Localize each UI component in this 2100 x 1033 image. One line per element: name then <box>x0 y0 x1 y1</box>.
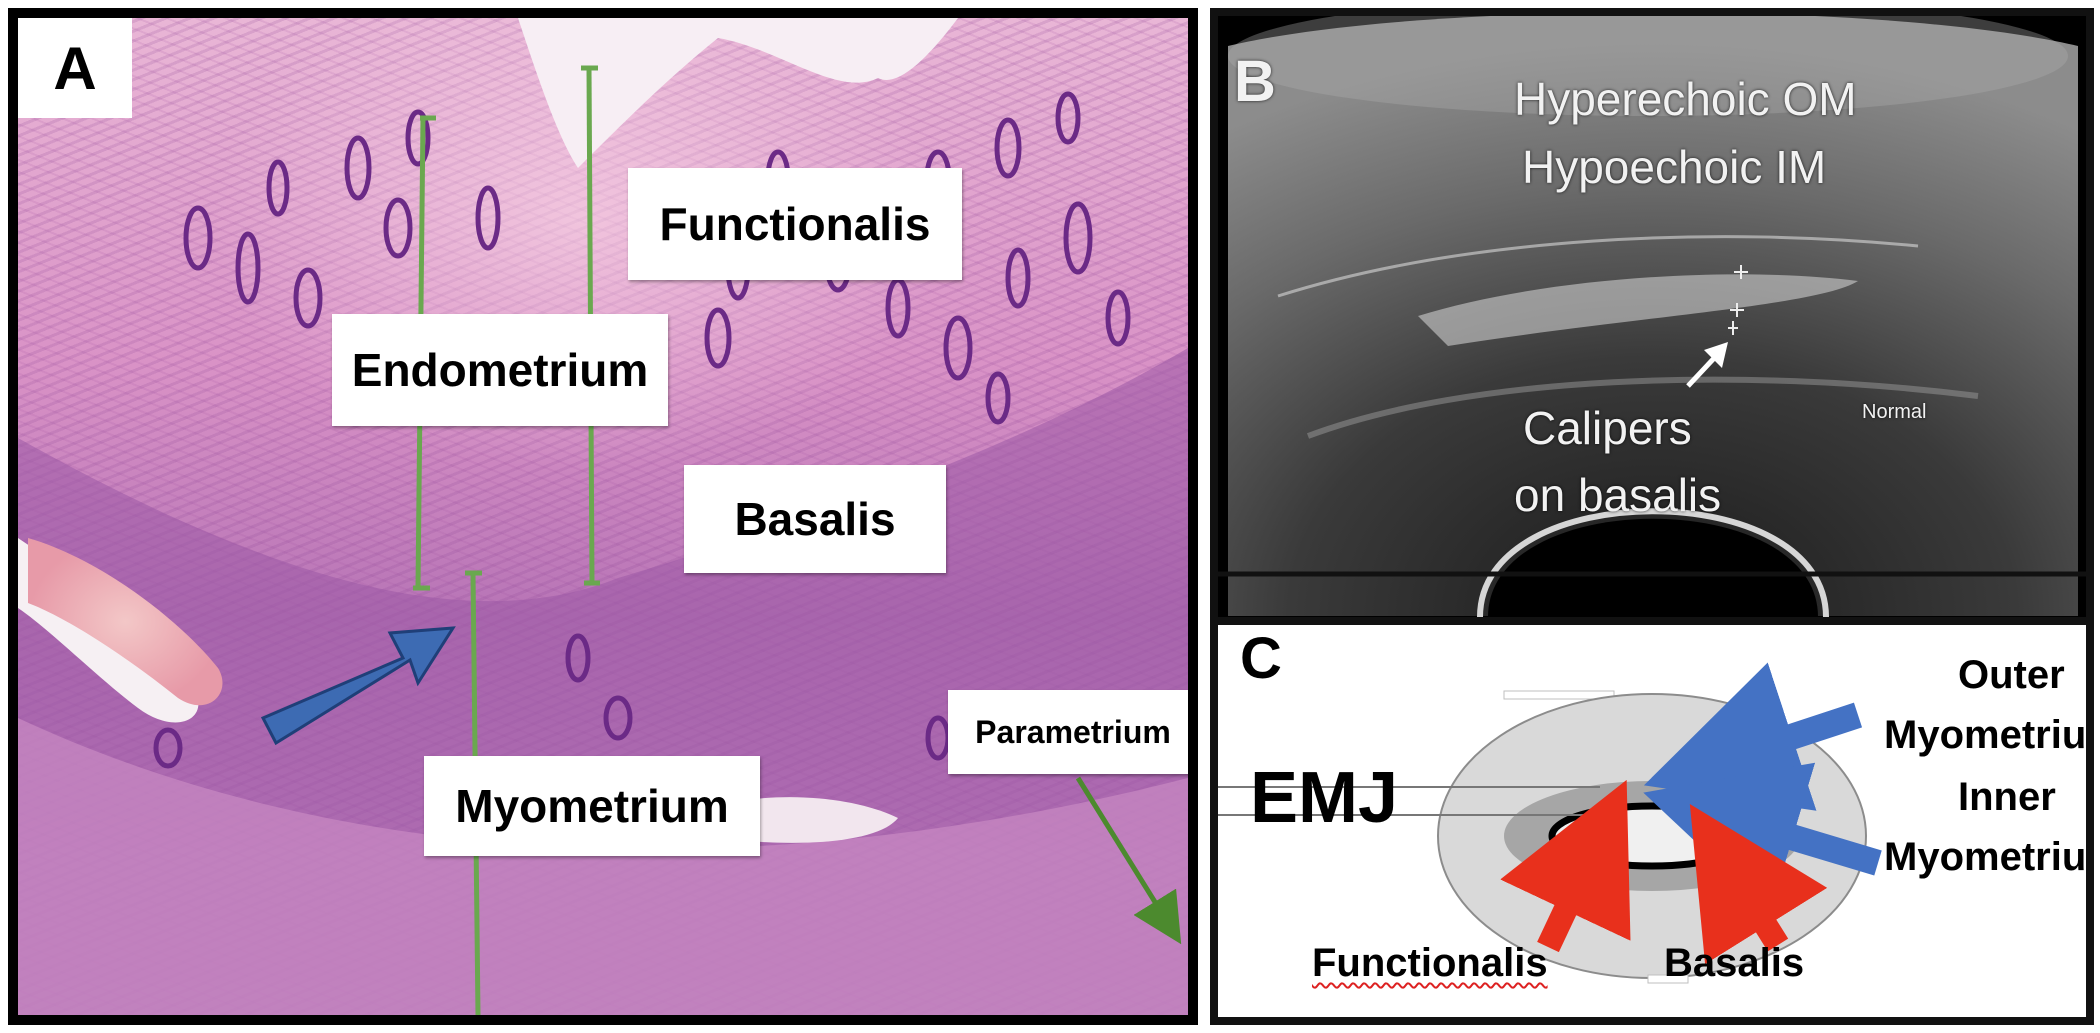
panel-b-ultrasound: B Hyperechoic OM Hypoechoic IM Calipers … <box>1210 8 2094 625</box>
red-arrow-basalis-icon <box>1689 803 1828 965</box>
white-arrow-icon <box>1704 342 1728 368</box>
panel-a-histology: A Functionalis Endometrium Basalis Myome… <box>8 8 1198 1025</box>
label-emj: EMJ <box>1250 758 1399 838</box>
panel-c-schematic: C EMJ Outer Myometrium Inner Myometrium … <box>1210 625 2094 1025</box>
red-arrow-functionalis-icon <box>1500 779 1631 953</box>
blue-arrow-icon <box>260 626 456 746</box>
ultrasound-image <box>1218 16 2086 617</box>
label-basalis: Basalis <box>684 465 946 573</box>
panel-a-letter: A <box>18 18 132 118</box>
label-hypoechoic-im: Hypoechoic IM <box>1522 141 1827 193</box>
label-outer: Outer <box>1958 653 2065 697</box>
label-hyperechoic-om: Hyperechoic OM <box>1514 73 1857 125</box>
panel-b-letter: B <box>1234 49 1276 114</box>
label-inner-myometrium: Myometrium <box>1884 835 2087 879</box>
emj-diagram <box>1218 662 1882 984</box>
blue-arrow-outer-icon <box>1643 662 1863 811</box>
label-outer-myometrium: Myometrium <box>1884 713 2087 757</box>
label-calipers: Calipers <box>1523 402 1692 454</box>
label-inner: Inner <box>1958 775 2056 819</box>
label-parametrium: Parametrium <box>948 690 1188 774</box>
label-on-basalis: on basalis <box>1514 469 1722 521</box>
label-myometrium: Myometrium <box>424 756 760 856</box>
label-endometrium: Endometrium <box>332 314 668 426</box>
panel-c-letter: C <box>1240 626 1282 691</box>
label-basalis-c: Basalis <box>1664 941 1805 985</box>
label-functionalis: Functionalis <box>628 168 962 280</box>
histology-image <box>18 18 1188 1015</box>
label-functionalis-c: Functionalis <box>1312 941 1548 985</box>
label-normal: Normal <box>1862 401 1927 423</box>
